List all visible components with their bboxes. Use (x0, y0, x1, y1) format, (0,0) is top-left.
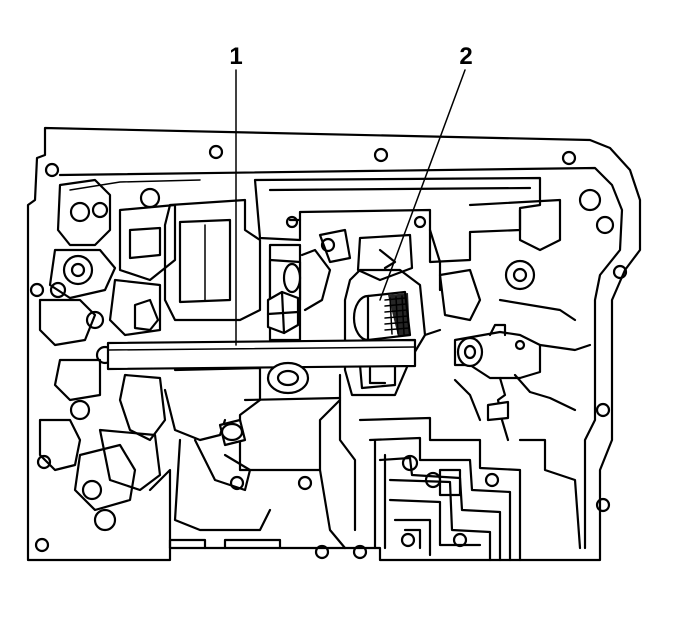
bolt-holes (29, 144, 628, 553)
lower-middle-area (163, 361, 368, 560)
callout-2: 2 (379, 43, 473, 301)
sensor-connector (423, 228, 592, 442)
callout-1: 1 (229, 43, 243, 346)
channel-plate (358, 416, 582, 562)
valve-bore (343, 268, 427, 397)
upper-valve-area (163, 176, 615, 342)
housing-outline (26, 126, 642, 562)
bolt-head (266, 290, 300, 335)
tool-rod (106, 338, 417, 371)
left-passages (38, 178, 177, 550)
callout-number-2: 2 (459, 43, 472, 70)
callout-number-1: 1 (229, 43, 242, 70)
